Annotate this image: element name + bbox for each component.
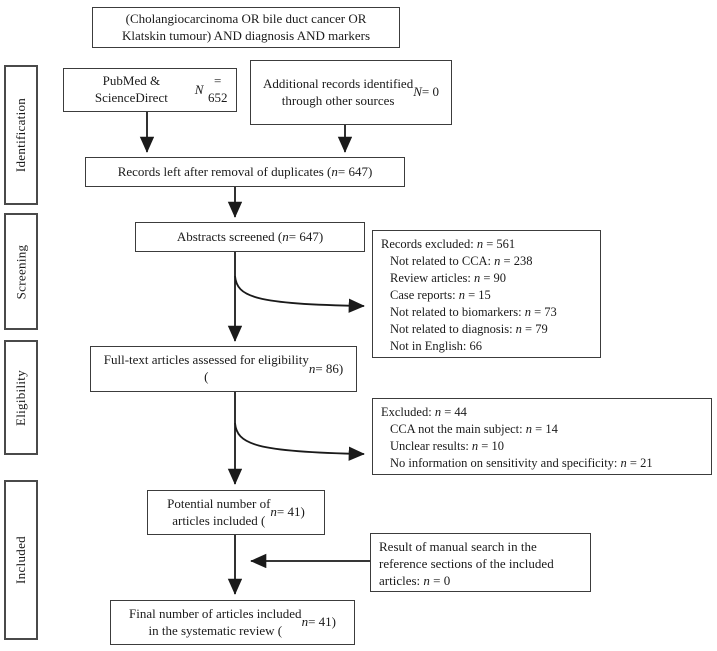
stage-screening-label: Screening	[13, 244, 28, 299]
search-query-box: (Cholangiocarcinoma OR bile duct cancer …	[92, 7, 400, 48]
records-excluded-reason: Case reports: n = 15	[390, 288, 491, 302]
arrow-branch-records-excluded	[234, 275, 365, 313]
fulltext-excluded-reason: Unclear results: n = 10	[390, 439, 504, 453]
stage-included: Included	[4, 480, 38, 640]
stage-identification-label: Identification	[13, 97, 29, 173]
stage-eligibility: Eligibility	[4, 340, 38, 455]
fulltext-excluded-total: Excluded: n = 44	[381, 405, 467, 419]
records-excluded-reason: Review articles: n = 90	[390, 271, 507, 285]
stage-identification: Identification	[4, 65, 38, 205]
fulltext-excluded-reason: No information on sensitivity and specif…	[390, 456, 653, 470]
pubmed-sources-box: PubMed & ScienceDirect N = 652	[63, 68, 237, 112]
additional-records-box: Additional records identified through ot…	[250, 60, 452, 125]
abstracts-screened-box: Abstracts screened (n = 647)	[135, 222, 365, 252]
manual-search-box: Result of manual search in the reference…	[370, 533, 591, 592]
records-excluded-reason: Not related to diagnosis: n = 79	[390, 322, 548, 336]
records-excluded-reason: Not related to biomarkers: n = 73	[390, 305, 557, 319]
records-excluded-reason: Not in English: 66	[390, 339, 483, 353]
fulltext-excluded-reason: CCA not the main subject: n = 14	[390, 422, 558, 436]
potential-included-box: Potential number of articles included (n…	[147, 490, 325, 535]
arrow-branch-excluded	[234, 422, 365, 461]
duplicates-removed-box: Records left after removal of duplicates…	[85, 157, 405, 187]
stage-screening: Screening	[4, 213, 38, 330]
stage-eligibility-label: Eligibility	[13, 369, 28, 426]
final-included-box: Final number of articles included in the…	[110, 600, 355, 645]
records-excluded-box: Records excluded: n = 561 Not related to…	[372, 230, 601, 358]
fulltext-excluded-box: Excluded: n = 44 CCA not the main subjec…	[372, 398, 712, 475]
records-excluded-total: Records excluded: n = 561	[381, 237, 516, 251]
records-excluded-reason: Not related to CCA: n = 238	[390, 254, 533, 268]
stage-included-label: Included	[13, 536, 29, 584]
fulltext-assessed-box: Full-text articles assessed for eligibil…	[90, 346, 357, 392]
